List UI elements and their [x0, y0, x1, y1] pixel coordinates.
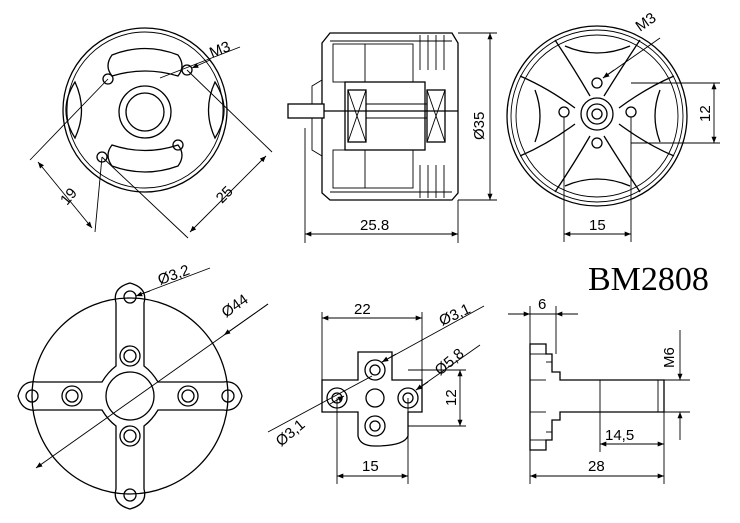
adapter-hole-c-label: Ø3,1: [273, 416, 309, 450]
adapter-shaft-label: 14,5: [605, 427, 634, 444]
side-length-label: 25.8: [360, 217, 389, 234]
adapter-top-label: 6: [538, 296, 546, 313]
adapter-front-view: 22 Ø3,1 Ø5,8 Ø3,1 12 15: [267, 300, 485, 484]
side-diameter-label: Ø35: [471, 112, 488, 140]
front-dim-b-label: 25: [213, 183, 237, 207]
adapter-thread-label: M6: [661, 347, 678, 368]
motor-rear-view: M3 12 15: [506, 9, 720, 242]
front-dim-a-label: 19: [57, 185, 81, 209]
adapter-length-label: 28: [588, 458, 605, 475]
motor-side-view: Ø35 25.8: [287, 32, 497, 243]
front-thread-label: M3: [207, 38, 233, 62]
rear-thread-label: M3: [633, 9, 660, 35]
mount-diameter-label: Ø44: [219, 291, 252, 321]
motor-front-view: M3 19 25: [29, 27, 273, 239]
adapter-hole-b-label: Ø5,8: [432, 345, 468, 379]
adapter-bottom-label: 15: [362, 458, 379, 475]
rear-height-label: 12: [697, 105, 714, 122]
adapter-side-view: 6 M6 14,5 28: [508, 296, 690, 484]
model-label: BM2808: [588, 261, 709, 298]
cross-mount-view: Ø3,2 Ø44: [17, 262, 269, 510]
adapter-width-label: 22: [354, 301, 371, 318]
mount-hole-label: Ø3,2: [156, 262, 192, 289]
adapter-hole-a-label: Ø3,1: [437, 300, 474, 329]
adapter-height-label: 12: [443, 389, 460, 406]
rear-width-label: 15: [589, 217, 606, 234]
